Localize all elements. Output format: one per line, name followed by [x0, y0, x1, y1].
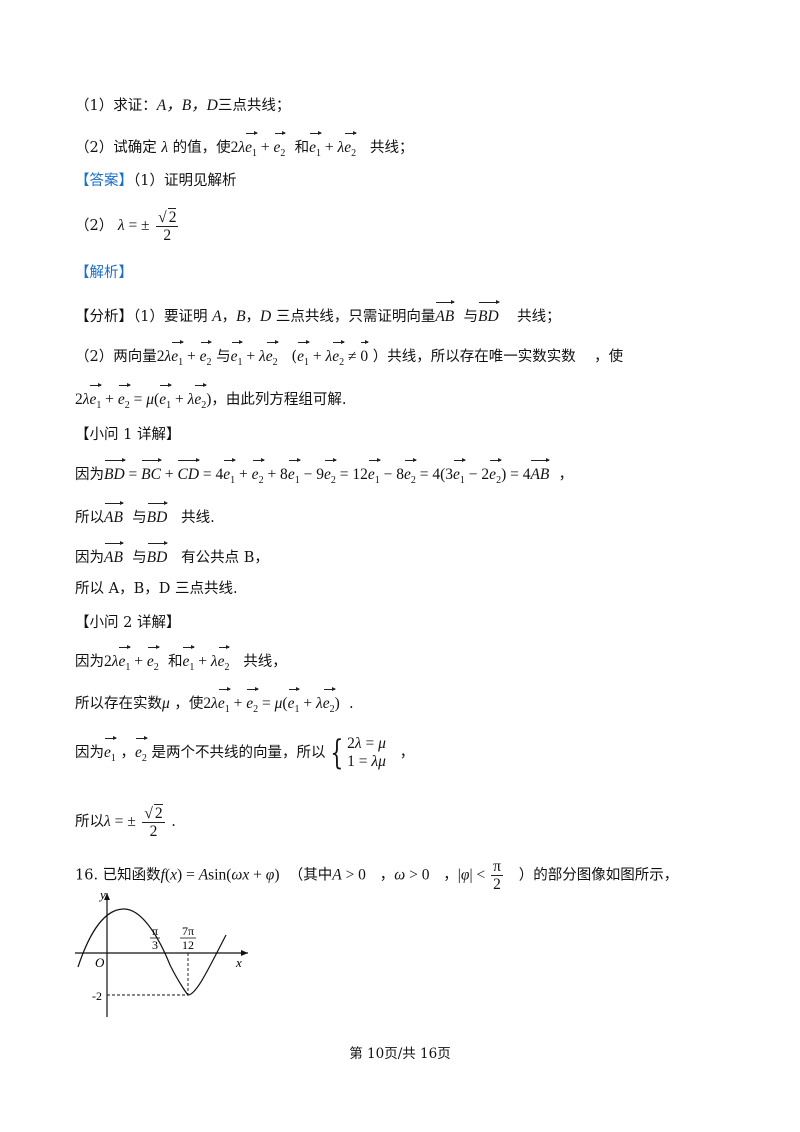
analysis-line-2: （2）两向量2λe1 + e2 与e1 + λe2 (e1 + λe2 ≠ 0 … [75, 339, 623, 374]
question-16: 16. 已知函数f(x) = Asin(ωx + φ) （其中A > 0 ，ω … [75, 858, 679, 893]
sub2-line-2: 所以存在实数μ ，使2λe1 + e2 = μ(e1 + λe2) . [75, 686, 354, 721]
x-axis-label: x [235, 955, 242, 970]
sub2-line-1: 因为2λe1 + e2 和e1 + λe2 共线， [75, 644, 287, 679]
analysis-line-3: 2λe1 + e2 = μ(e1 + λe2)，由此列方程组可解. [75, 382, 346, 417]
tick-pi-3-num: π [152, 924, 158, 938]
question-part-1: （1）求证：A，B，D三点共线； [75, 97, 291, 114]
question-part-2: （2）试确定 λ 的值，使2λe1 + e2 和e1 + λe2 共线； [75, 130, 413, 165]
tick-7pi-12-den: 12 [182, 938, 194, 952]
sub1-line-1: 因为BD = BC + CD = 4e1 + e2 + 8e1 − 9e2 = … [75, 457, 573, 492]
analysis-line-1: 【分析】（1）要证明 A，B，D 三点共线，只需证明向量AB 与BD 共线； [75, 299, 561, 328]
tick-7pi-12-num: 7π [182, 924, 194, 938]
origin-label: O [95, 955, 105, 970]
sub-question-1-heading: 【小问 1 详解】 [75, 427, 181, 443]
tick-pi-3-den: 3 [152, 938, 158, 952]
sine-curve [77, 908, 227, 996]
page-footer: 第 10页/共 16页 [349, 1046, 451, 1062]
answer-tag: 【答案】 [75, 173, 133, 189]
sine-graph: y x O π 3 7π 12 -2 [75, 887, 248, 1017]
sub1-line-2: 所以AB 与BD 共线. [75, 500, 215, 529]
answer-line-1: 【答案】（1）证明见解析 [75, 173, 237, 189]
sub1-line-3: 因为AB 与BD 有公共点 B， [75, 540, 269, 569]
vector-expression: 2λe1 + e2 [231, 130, 287, 159]
sub-question-2-heading: 【小问 2 详解】 [75, 615, 181, 631]
analysis-heading: 【解析】 [75, 265, 133, 281]
vector-expression: e1 + λe2 [309, 130, 358, 159]
sub1-line-4: 所以 A，B，D 三点共线. [75, 581, 238, 597]
y-axis-label: y [98, 887, 106, 902]
min-value-label: -2 [92, 989, 102, 1003]
x-axis-arrow-icon [241, 950, 248, 956]
y-axis-arrow-icon [104, 893, 110, 900]
